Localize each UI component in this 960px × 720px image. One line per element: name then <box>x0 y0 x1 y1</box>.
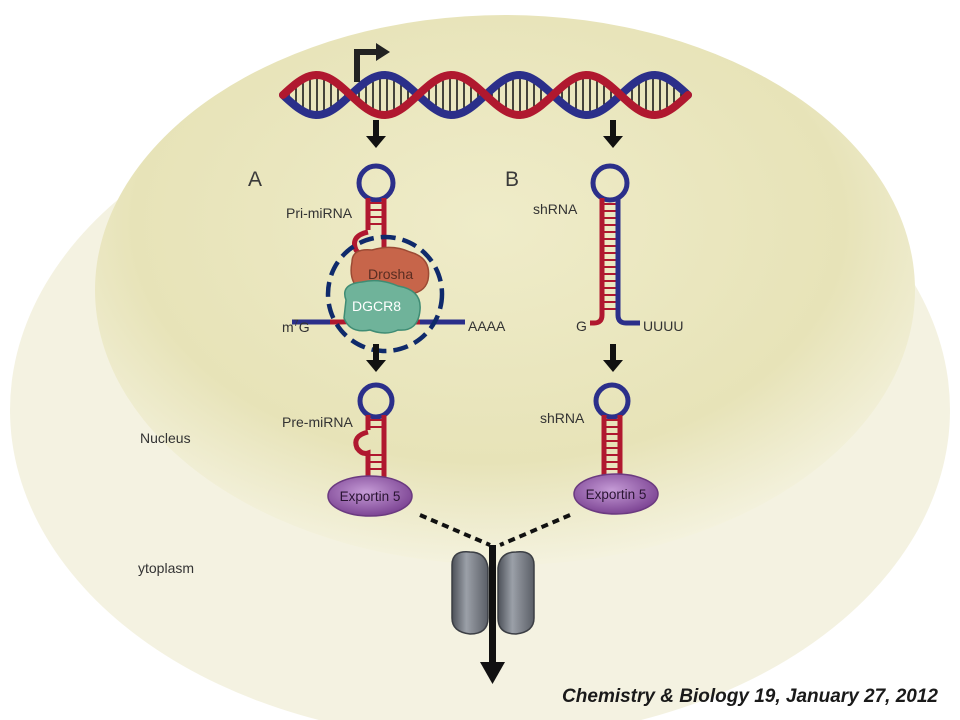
dna-helix <box>279 70 692 120</box>
exportin5-a <box>327 475 413 517</box>
shrna-hairpin <box>590 163 640 326</box>
exportin5-b <box>573 473 659 515</box>
shrna-precursor-label: shRNA <box>540 410 585 426</box>
cap-label: m7G <box>282 318 310 335</box>
pri-mirna-label: Pri-miRNA <box>286 205 353 221</box>
exportin5-a-label: Exportin 5 <box>340 489 401 504</box>
drosha-highlight-circle <box>325 234 445 354</box>
transcription-start-arrowhead <box>376 43 390 61</box>
panel-letter-a: A <box>248 168 262 191</box>
shrna-start-label: G <box>576 318 587 334</box>
transcription-start-arrow <box>354 49 378 82</box>
arrow-dna-to-shRNA <box>603 120 623 148</box>
arrow-pri-to-pre <box>366 344 386 372</box>
exportin5-b-label: Exportin 5 <box>586 487 647 502</box>
shrna-label: shRNA <box>533 201 578 217</box>
dgcr8-label: DGCR8 <box>352 298 401 314</box>
pre-mirna-hairpin <box>353 382 395 478</box>
cytoplasm-label: ytoplasm <box>138 560 194 576</box>
nucleus <box>95 15 915 565</box>
dgcr8-protein <box>343 279 421 334</box>
export-path-dotted-b <box>499 513 571 547</box>
arrow-dna-to-primiRNA <box>366 120 386 148</box>
nucleus-label: Nucleus <box>140 430 191 446</box>
arrow-shrna-to-shrna <box>603 344 623 372</box>
shrna-precursor-hairpin <box>593 382 631 478</box>
shrna-tail-label: UUUU <box>643 318 683 334</box>
citation: Chemistry & Biology 19, January 27, 2012 <box>562 686 938 707</box>
polya-tail-label: AAAA <box>468 318 506 334</box>
nuclear-pore-complex <box>451 551 535 635</box>
pre-mirna-label: Pre-miRNA <box>282 414 353 430</box>
export-arrow <box>480 545 505 684</box>
panel-letter-b: B <box>505 168 519 191</box>
drosha-label: Drosha <box>368 266 413 282</box>
export-path-dotted-a <box>419 513 491 547</box>
